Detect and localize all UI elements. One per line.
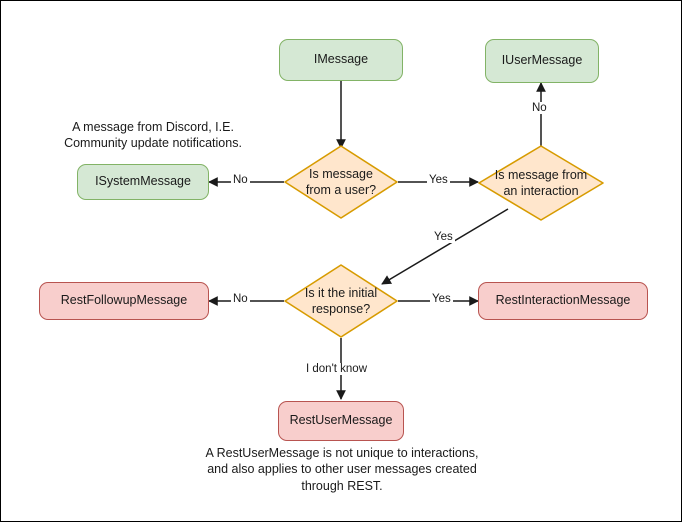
note-rest-user-message-line2: and also applies to other user messages … [207, 462, 477, 477]
node-restusermessage-label: RestUserMessage [289, 413, 393, 428]
note-system-message-line2: Community update notifications. [64, 136, 242, 151]
node-restusermessage[interactable]: RestUserMessage [278, 401, 404, 441]
node-isystemmessage-label: ISystemMessage [95, 174, 191, 189]
node-is-message-from-a-user[interactable]: Is message from a user? [284, 145, 398, 219]
edge-label-yes-to-interaction-question: Yes [427, 174, 450, 186]
diamond-shape [478, 145, 604, 221]
node-is-it-the-initial-response[interactable]: Is it the initial response? [284, 264, 398, 338]
edge-label-no-to-restfollowupmessage: No [231, 293, 250, 305]
diamond-shape [284, 145, 398, 219]
node-imessage-label: IMessage [313, 52, 369, 67]
node-restinteractionmessage-label: RestInteractionMessage [495, 293, 631, 308]
edge-label-no-to-iusermessage: No [530, 102, 549, 114]
node-is-message-from-a-user-label: Is message from a user? [305, 166, 377, 197]
note-rest-user-message-line1: A RestUserMessage is not unique to inter… [205, 446, 479, 460]
edge-label-yes-to-restinteractionmessage: Yes [430, 293, 453, 305]
node-iusermessage[interactable]: IUserMessage [485, 39, 599, 83]
note-rest-user-message-line3: through REST. [301, 478, 383, 493]
edge-label-no-to-isystemmessage: No [231, 174, 250, 186]
node-restfollowupmessage[interactable]: RestFollowupMessage [39, 282, 209, 320]
note-system-message: A message from Discord, I.E. Community u… [53, 119, 253, 152]
edge-label-idk-to-restusermessage: I don't know [304, 363, 370, 375]
note-system-message-line1: A message from Discord, I.E. [72, 120, 234, 134]
node-is-it-the-initial-response-label: Is it the initial response? [304, 285, 378, 316]
node-isystemmessage[interactable]: ISystemMessage [77, 164, 209, 200]
diamond-shape [284, 264, 398, 338]
node-is-message-from-an-interaction[interactable]: Is message from an interaction [478, 145, 604, 221]
note-rest-user-message: A RestUserMessage is not unique to inter… [182, 445, 502, 494]
node-imessage[interactable]: IMessage [279, 39, 403, 81]
node-restfollowupmessage-label: RestFollowupMessage [60, 293, 188, 308]
node-is-message-from-an-interaction-label: Is message from an interaction [494, 167, 588, 198]
node-iusermessage-label: IUserMessage [501, 53, 583, 68]
node-restinteractionmessage[interactable]: RestInteractionMessage [478, 282, 648, 320]
edge-label-yes-to-initial-question: Yes [432, 231, 455, 243]
